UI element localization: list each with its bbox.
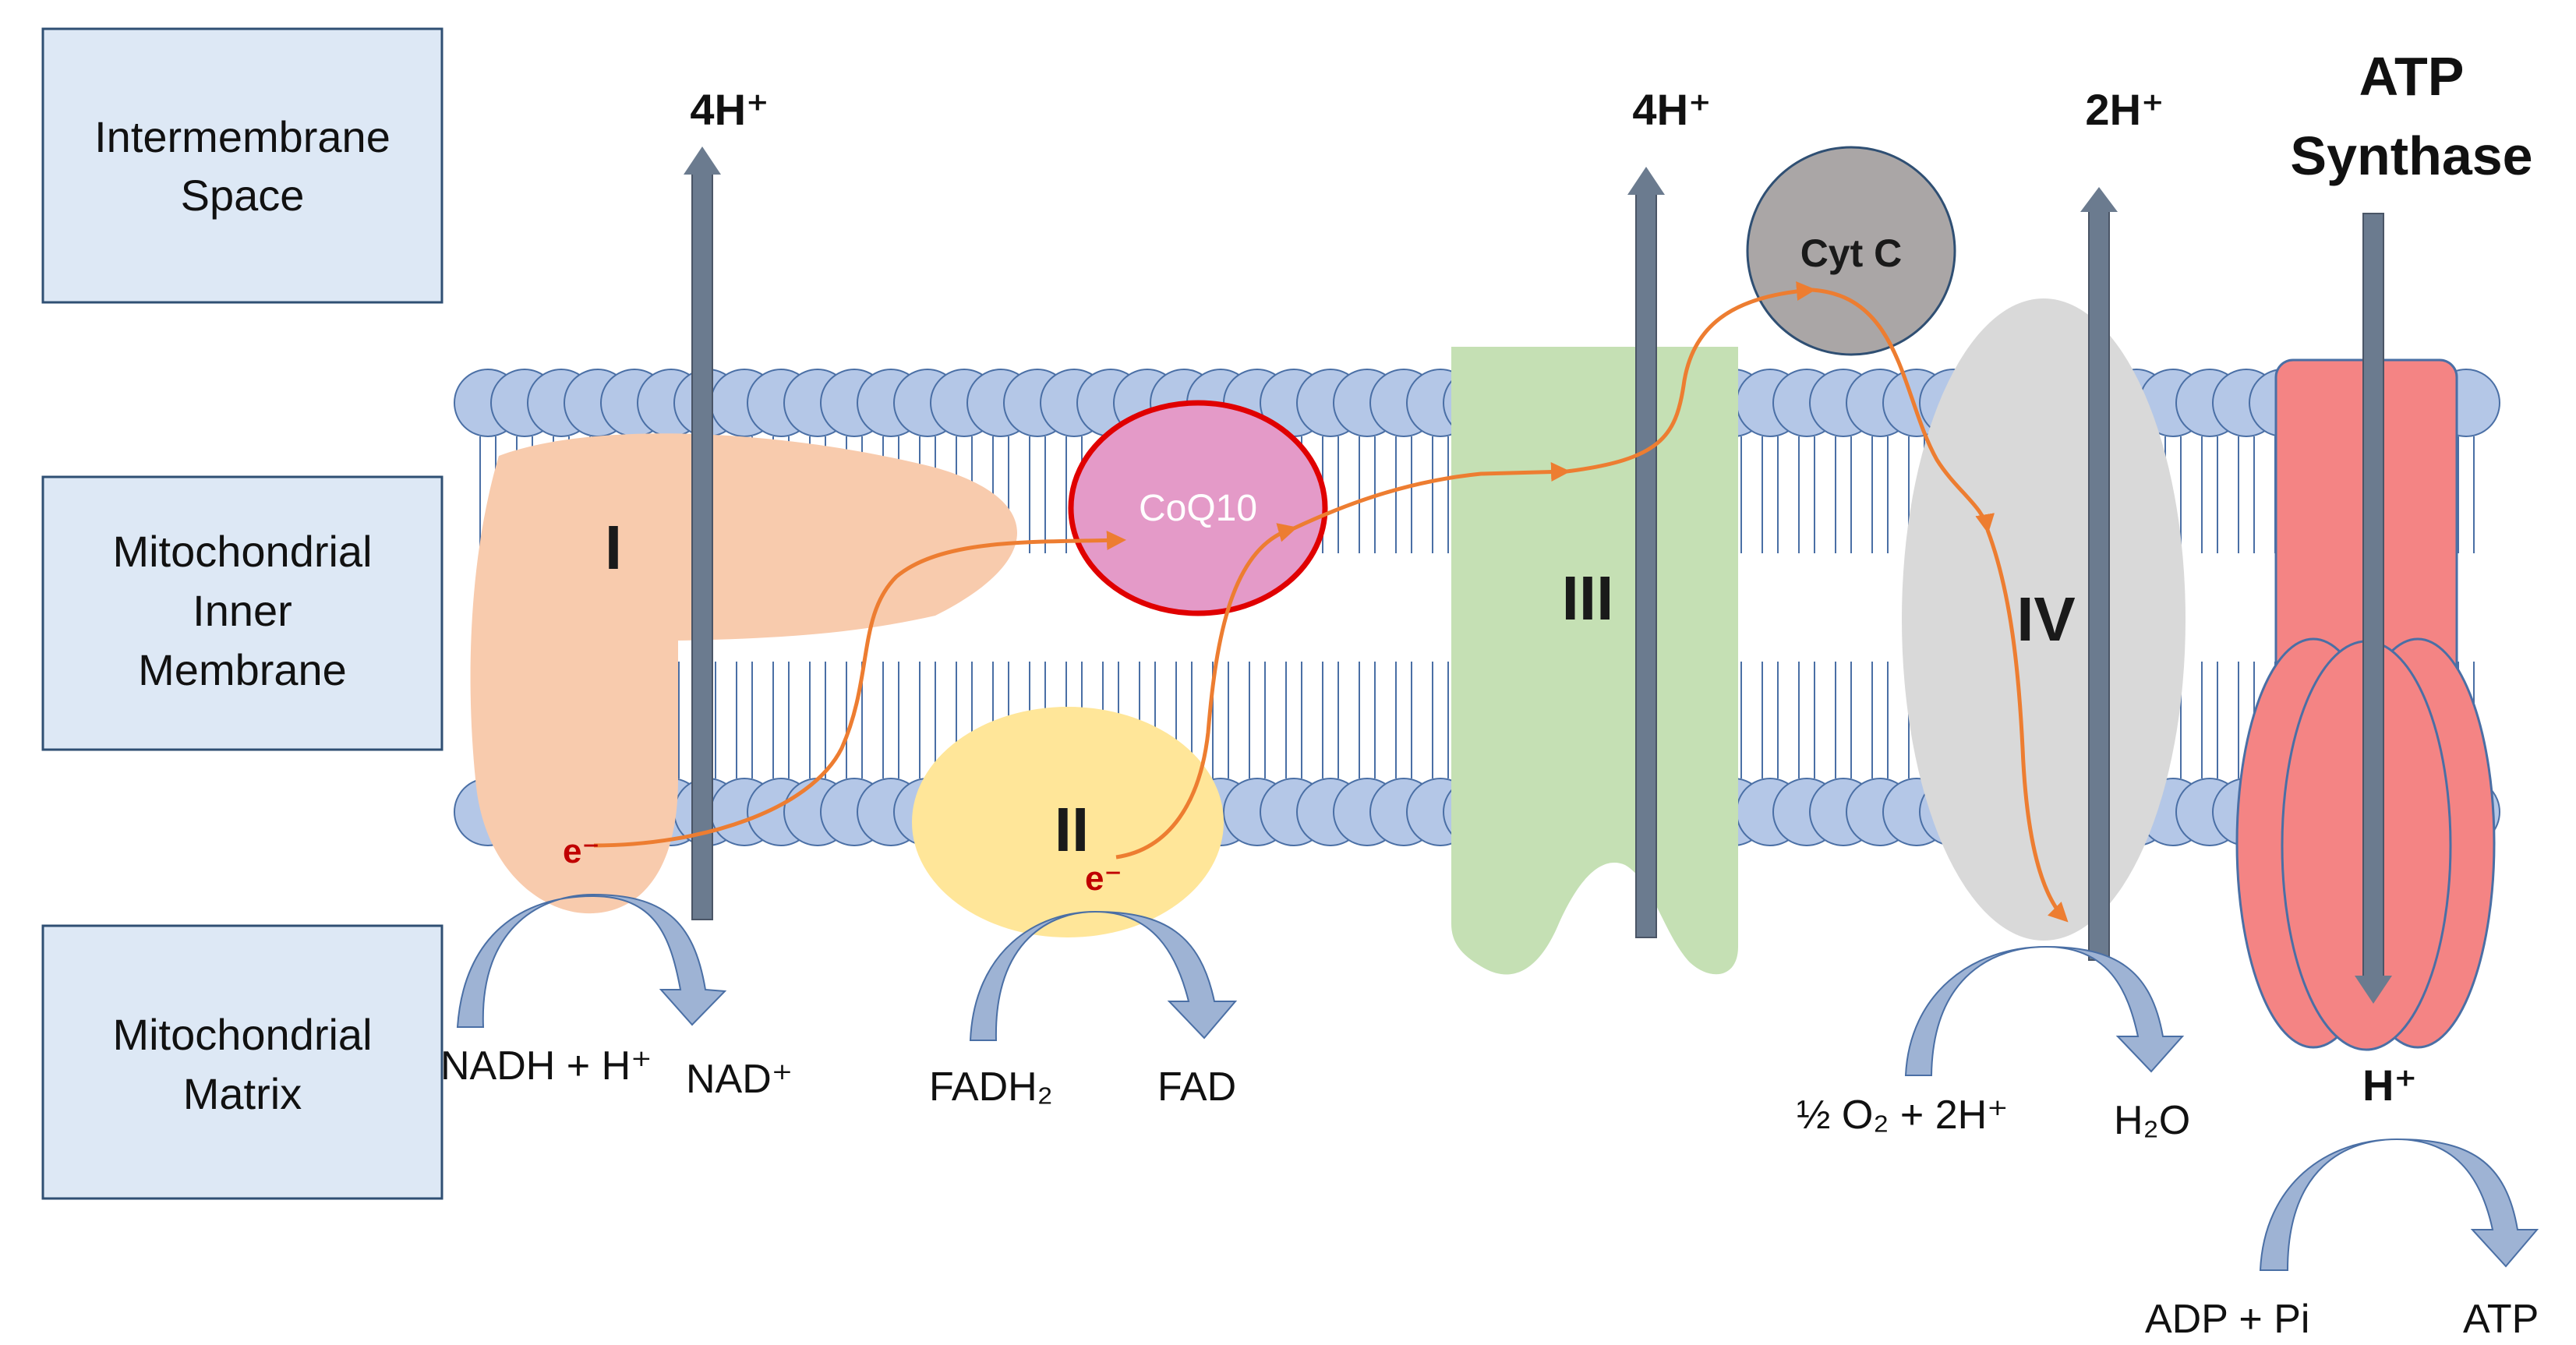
complex-iv <box>1902 298 2186 941</box>
reaction-arrow-complex-iv <box>1904 945 2185 1076</box>
electron-path <box>593 281 2069 923</box>
reaction-complex-i-output: NAD⁺ <box>686 1057 793 1102</box>
electron-label-complex-i: e⁻ <box>563 832 600 870</box>
proton-label-complex-i: 4H⁺ <box>690 85 769 134</box>
coq10 <box>1068 400 1328 616</box>
complex-ii <box>912 707 1224 937</box>
cytochrome-c <box>1746 146 1956 356</box>
reaction-complex-i-input: NADH + H⁺ <box>440 1043 652 1089</box>
complex-iii-label: III <box>1562 563 1614 633</box>
region-label-line: Membrane <box>138 645 347 694</box>
proton-arrow-complex-iii <box>1627 167 1665 938</box>
reaction-arrow-atp-synthase <box>2259 1138 2539 1271</box>
region-label-line: Space <box>181 171 305 220</box>
reaction-complex-iv-output: H₂O <box>2114 1098 2190 1143</box>
proton-arrow-atp-synthase <box>2355 213 2392 1004</box>
region-box-inner-membrane: Mitochondrial Inner Membrane <box>41 475 443 751</box>
complex-iv-label: IV <box>2016 584 2076 654</box>
reaction-complex-iv-input: ½ O₂ + 2H⁺ <box>1797 1093 2009 1138</box>
reaction-arrow-complex-i <box>456 893 727 1028</box>
region-label-line: Matrix <box>183 1069 302 1118</box>
complex-iii <box>1451 347 1738 975</box>
complex-ii-label: II <box>1055 795 1089 864</box>
region-label-line: Inner <box>193 586 292 635</box>
proton-arrow-complex-i <box>684 147 721 920</box>
proton-label-complex-iv: 2H⁺ <box>2085 85 2164 134</box>
atp-synthase-title-line: Synthase <box>2290 125 2532 186</box>
coq10-label: CoQ10 <box>1139 488 1257 529</box>
region-label-line: Mitochondrial <box>112 527 372 576</box>
region-box-matrix: Mitochondrial Matrix <box>41 924 443 1200</box>
region-box-intermembrane-space: Intermembrane Space <box>41 27 443 304</box>
reaction-complex-ii-output: FAD <box>1157 1064 1236 1110</box>
complex-i-label: I <box>605 513 622 582</box>
reaction-complex-ii-input: FADH₂ <box>929 1064 1053 1110</box>
proton-label-complex-iii: 4H⁺ <box>1632 85 1711 134</box>
proton-label-atp-synthase: H⁺ <box>2362 1061 2417 1110</box>
region-label-line: Mitochondrial <box>112 1010 372 1059</box>
electron-label-complex-ii: e⁻ <box>1085 860 1122 898</box>
reaction-atp-output: ATP <box>2463 1297 2539 1342</box>
cyt-c-label: Cyt C <box>1800 231 1903 275</box>
complex-i <box>470 433 1017 914</box>
reaction-arrow-complex-ii <box>969 910 1238 1041</box>
reaction-atp-input: ADP + Pi <box>2145 1297 2309 1342</box>
atp-synthase-title-line: ATP <box>2359 46 2465 107</box>
region-label-line: Intermembrane <box>94 112 390 161</box>
